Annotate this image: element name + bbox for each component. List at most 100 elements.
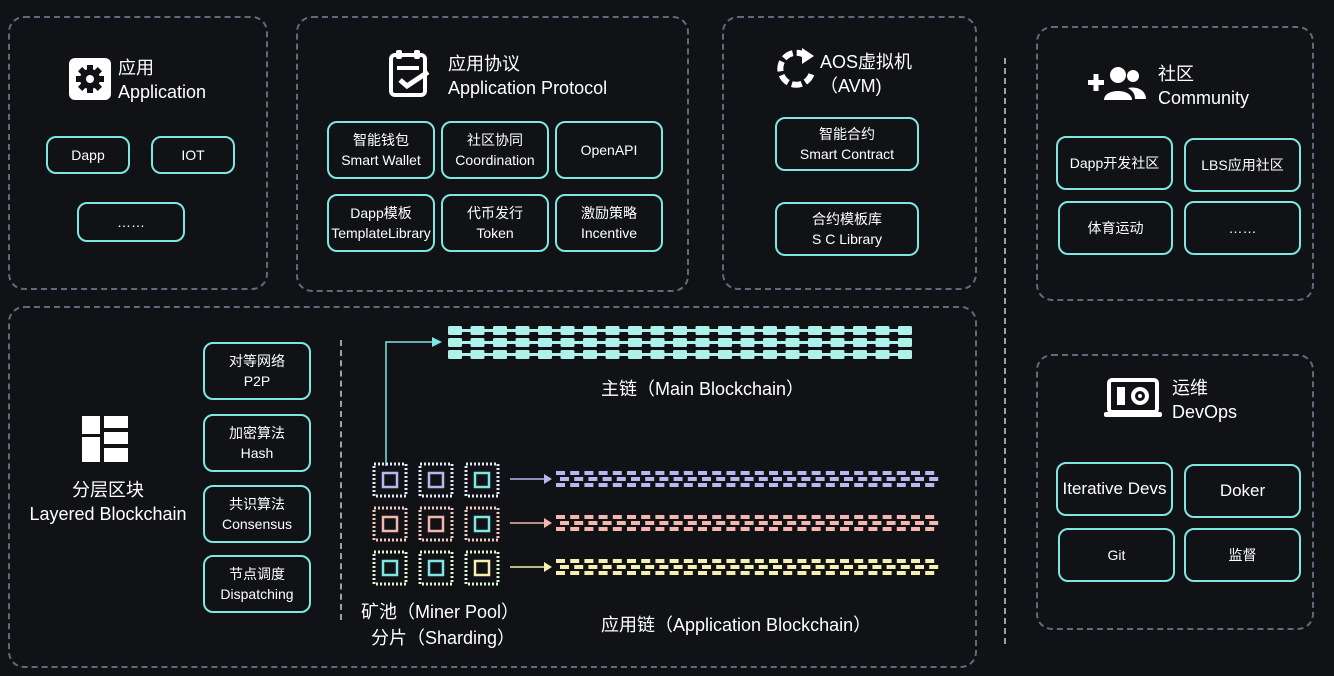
app-chain-block (726, 483, 736, 487)
devops-item-git[interactable]: Git (1058, 528, 1175, 582)
main-chain-link (799, 329, 808, 332)
app-chain-block (612, 515, 622, 519)
main-chain-block (875, 326, 890, 335)
app-chain-block (769, 483, 778, 487)
app-chain-block (712, 527, 722, 531)
app-chain-block (612, 483, 622, 487)
main-chain-link (619, 341, 628, 344)
app-chain-block (712, 483, 722, 487)
app-chain-block (712, 471, 722, 475)
app-chain-block (588, 521, 598, 525)
app-item-dapp[interactable]: Dapp (46, 136, 130, 174)
app-chain-block (797, 471, 807, 475)
community-item-lbs[interactable]: LBS应用社区 (1184, 138, 1301, 192)
app-chain-block (854, 483, 864, 487)
app-chain-block (687, 477, 697, 481)
app-chain-block (811, 527, 821, 531)
shard-core (427, 471, 445, 489)
app-chain-block (612, 471, 622, 475)
app-item-iot[interactable]: IOT (151, 136, 235, 174)
community-item-dapp-dev[interactable]: Dapp开发社区 (1056, 136, 1173, 190)
app-chain-block (825, 527, 835, 531)
app-chain-block (612, 527, 622, 531)
main-chain-link (844, 353, 853, 356)
app-chain-block (570, 559, 580, 563)
app-chain-block (872, 565, 882, 569)
shard-block (372, 462, 408, 498)
app-chain-block (868, 515, 878, 519)
app-chain-block (882, 515, 892, 519)
app-chain-block (645, 521, 655, 525)
app-chain-block (612, 571, 622, 575)
main-chain-block (650, 326, 665, 335)
divider (1004, 58, 1006, 644)
main-chain-block (628, 338, 642, 347)
app-chain-block (730, 521, 740, 525)
app-chain-block (811, 471, 821, 475)
community-item-more[interactable]: …… (1184, 201, 1301, 255)
app-chain-block (783, 471, 793, 475)
app-chain-block (769, 471, 778, 475)
app-chain-block (726, 571, 736, 575)
devops-item-iterative-devs[interactable]: Iterative Devs (1056, 462, 1173, 516)
app-chain-block (740, 515, 750, 519)
main-chain-block (695, 326, 710, 335)
app-chain-block (683, 571, 693, 575)
app-chain-block (886, 477, 896, 481)
protocol-item-openapi[interactable]: OpenAPI (555, 121, 663, 179)
app-chain-block (627, 571, 636, 575)
app-chain-block (754, 483, 764, 487)
app-chain-block (840, 559, 849, 563)
main-chain-block (560, 326, 575, 335)
shard-core (381, 559, 399, 577)
main-chain-block (538, 338, 552, 347)
app-chain-block (900, 477, 910, 481)
main-chain-block (808, 326, 822, 335)
app-chain-block (773, 565, 782, 569)
main-chain-link (484, 353, 493, 356)
layered-blockchain-panel (8, 306, 977, 668)
app-chain-block (560, 521, 569, 525)
app-chain-block (616, 521, 626, 525)
main-chain-block (515, 326, 530, 335)
shard-block (418, 550, 454, 586)
app-chain-block (754, 471, 764, 475)
main-chain-link (664, 341, 673, 344)
community-item-sports[interactable]: 体育运动 (1058, 201, 1173, 255)
main-chain-block (898, 350, 912, 359)
app-chain-block (801, 521, 811, 525)
main-chain-block (605, 350, 620, 359)
app-chain-block (811, 515, 821, 519)
layered-title: 分层区块 Layered Blockchain (29, 480, 187, 524)
main-chain-link (664, 329, 673, 332)
app-chain-block (631, 521, 640, 525)
app-chain-block (744, 565, 754, 569)
main-chain-link (597, 341, 606, 344)
devops-item-supervision[interactable]: 监督 (1184, 528, 1301, 582)
app-chain-block (896, 483, 906, 487)
app-chain-block (769, 571, 778, 575)
app-chain-block (556, 559, 565, 563)
app-chain-block (754, 559, 764, 563)
app-chain-block (698, 571, 707, 575)
main-chain-link (732, 353, 741, 356)
app-item-more[interactable]: …… (77, 202, 185, 242)
app-chain-block (811, 559, 821, 563)
app-chain-block (612, 559, 622, 563)
app-chain-block (773, 477, 782, 481)
app-chain-block (825, 571, 835, 575)
devops-item-doker[interactable]: Doker (1184, 464, 1301, 518)
app-chain-block (929, 477, 939, 481)
app-chain-block (925, 559, 935, 563)
